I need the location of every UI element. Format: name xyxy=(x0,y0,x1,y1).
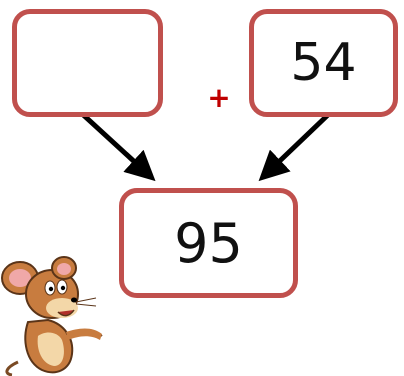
plus-sign: + xyxy=(207,81,231,114)
addend-right-value: 54 xyxy=(290,33,357,93)
result-box: 95 xyxy=(119,188,298,298)
addend-right-box: 54 xyxy=(249,9,398,117)
arrow-down-left-icon xyxy=(258,110,333,182)
addend-left-box[interactable] xyxy=(12,9,163,117)
mouse-cartoon-icon xyxy=(1,256,103,376)
result-value: 95 xyxy=(174,211,243,275)
arrow-down-right-icon xyxy=(77,109,156,182)
